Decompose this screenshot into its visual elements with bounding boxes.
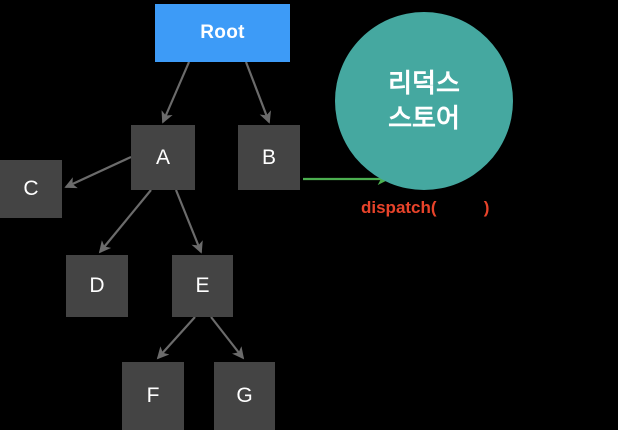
node-c-label: C bbox=[23, 177, 39, 200]
edge-a-d bbox=[98, 189, 152, 254]
edge-e-g bbox=[210, 316, 245, 360]
node-a[interactable]: A bbox=[131, 125, 195, 190]
node-b-label: B bbox=[261, 145, 276, 169]
edge-a-e bbox=[174, 189, 203, 254]
dispatch-label: dispatch( ) bbox=[361, 198, 490, 217]
store-label-line-2: 스토어 bbox=[388, 103, 460, 133]
node-e-label: E bbox=[195, 274, 210, 297]
node-c[interactable]: C bbox=[0, 160, 62, 218]
node-e[interactable]: E bbox=[172, 255, 233, 317]
node-f[interactable]: F bbox=[122, 362, 184, 430]
redux-store-circle[interactable]: 리덕스 스토어 bbox=[335, 12, 513, 190]
node-d-label: D bbox=[89, 274, 105, 297]
node-g-label: G bbox=[236, 384, 253, 407]
edge-root-b bbox=[244, 61, 271, 124]
edge-a-c bbox=[64, 156, 132, 189]
node-f-label: F bbox=[146, 384, 160, 407]
node-d[interactable]: D bbox=[66, 255, 128, 317]
edge-e-f bbox=[156, 316, 196, 360]
store-label-line-1: 리덕스 bbox=[388, 67, 460, 98]
node-root-label: Root bbox=[200, 22, 245, 43]
edge-root-a bbox=[161, 61, 191, 124]
node-root[interactable]: Root bbox=[155, 4, 290, 62]
node-a-label: A bbox=[155, 145, 170, 169]
node-g[interactable]: G bbox=[214, 362, 275, 430]
node-b[interactable]: B bbox=[238, 125, 300, 190]
